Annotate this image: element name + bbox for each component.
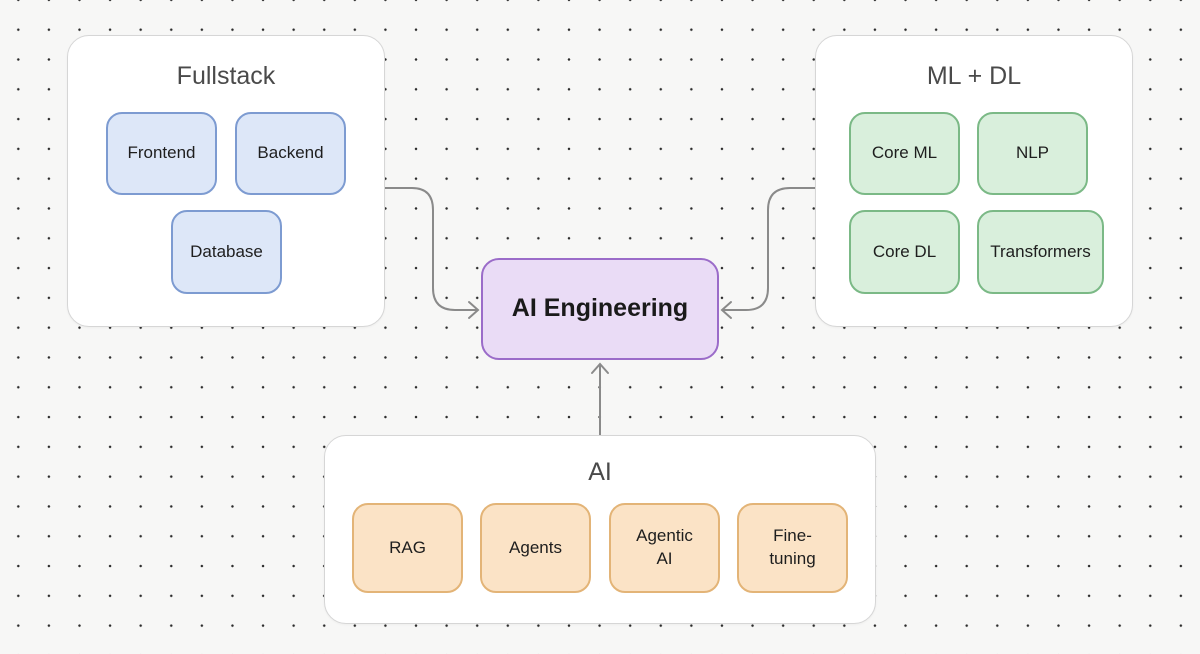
node-database[interactable]: Database: [171, 210, 282, 294]
arrowhead-left-icon: [468, 301, 480, 319]
node-transformers[interactable]: Transformers: [977, 210, 1104, 294]
node-agentic-ai[interactable]: Agentic AI: [609, 503, 720, 593]
node-core-dl[interactable]: Core DL: [849, 210, 960, 294]
node-core-ml[interactable]: Core ML: [849, 112, 960, 195]
node-rag[interactable]: RAG: [352, 503, 463, 593]
node-backend[interactable]: Backend: [235, 112, 346, 195]
edge-fullstack-to-ai-engineering: [385, 187, 477, 311]
node-ai-engineering[interactable]: AI Engineering: [481, 258, 719, 360]
node-fine-tuning[interactable]: Fine- tuning: [737, 503, 848, 593]
node-agents[interactable]: Agents: [480, 503, 591, 593]
arrowhead-right-icon: [720, 301, 732, 319]
edge-mldl-to-ai-engineering: [723, 187, 815, 311]
arrowhead-up-icon: [591, 362, 609, 374]
group-title: Fullstack: [176, 62, 276, 90]
node-frontend[interactable]: Frontend: [106, 112, 217, 195]
group-title: ML + DL: [926, 62, 1022, 90]
node-nlp[interactable]: NLP: [977, 112, 1088, 195]
group-title: AI: [588, 458, 612, 486]
